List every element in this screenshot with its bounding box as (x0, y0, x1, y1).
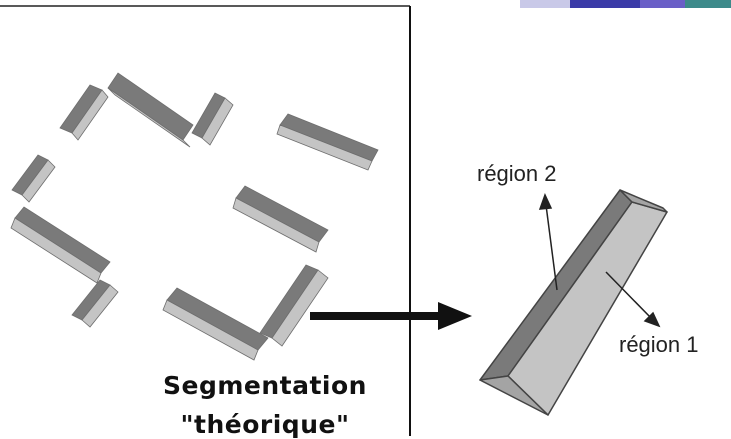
corner-strip-image (520, 0, 731, 8)
corner-strip-segment (685, 0, 731, 8)
segmented-strips (10, 72, 379, 361)
strip-light-face (201, 97, 234, 146)
corner-strip-segment (570, 0, 640, 8)
caption-line-2: "théorique" (180, 410, 350, 439)
flow-arrow-head (438, 302, 472, 330)
region-2-label: région 2 (477, 161, 557, 186)
region-1-pointer-head (643, 311, 661, 328)
strip-dark-face (107, 72, 194, 141)
strip-light-face (71, 89, 109, 141)
region-2-pointer (545, 204, 558, 291)
prism-model (479, 189, 668, 416)
region-2-pointer-head (538, 193, 553, 210)
corner-strip-segment (520, 0, 570, 8)
corner-strip-segment (640, 0, 685, 8)
region-1-pointer (605, 271, 654, 321)
prism-top-cap (619, 189, 668, 213)
strip-light-face (81, 284, 119, 328)
strip-light-face (107, 87, 191, 148)
strip-light-face (162, 299, 259, 361)
region-pointers (538, 193, 661, 328)
region-1-label: région 1 (619, 332, 699, 357)
caption-line-1: Segmentation (163, 371, 367, 400)
strip-light-face (276, 124, 373, 171)
strip-light-face (232, 197, 320, 253)
strip-light-face (10, 217, 102, 284)
prism-bottom-cap (479, 375, 549, 416)
strip-light-face (271, 269, 329, 347)
strip-light-face (21, 159, 56, 203)
